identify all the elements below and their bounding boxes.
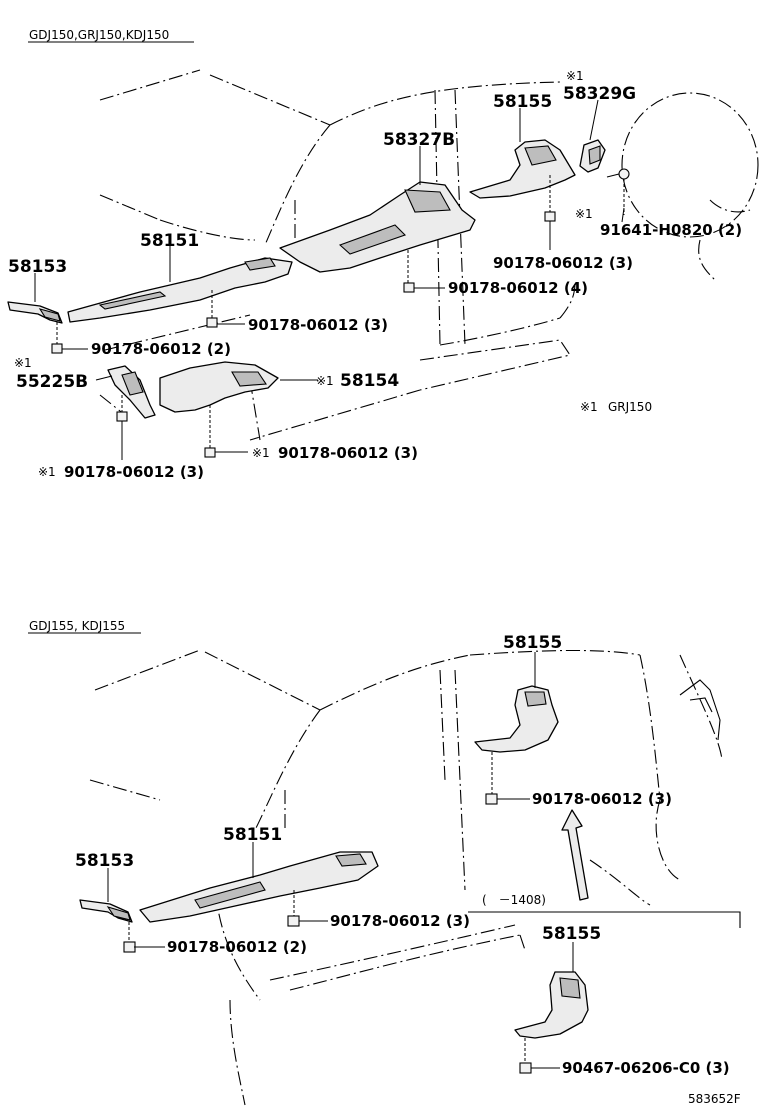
section-gdj150: GDJ150,GRJ150,KDJ150 [7,28,759,481]
part-58327b [279,181,476,273]
label-58154: 58154 [340,371,399,391]
label-58153-b: 58153 [75,851,134,871]
label-range: ( －1408) [482,893,546,907]
label-nut-55225b-mark: ※1 [38,465,56,479]
label-nut-58153: 90178-06012 (2) [91,340,231,358]
leaders-section-1 [34,99,625,460]
nut-icon [206,317,218,328]
leaders-section-2 [107,652,574,1069]
label-58155-top: 58155 [503,633,562,653]
nut-icon [485,793,498,805]
label-55225b-mark: ※1 [14,356,32,370]
part-58154 [159,361,279,413]
label-58151: 58151 [140,231,199,251]
part-58155-bottom [514,971,589,1039]
part-58329g [579,139,606,173]
label-nut-58155-top: 90178-06012 (3) [532,790,672,808]
nut-icon [204,447,216,458]
label-91641-mark: ※1 [575,207,593,221]
label-91641: 91641-H0820 (2) [600,221,742,239]
part-58155-top [469,139,576,199]
label-nut-58153-b: 90178-06012 (2) [167,938,307,956]
section-heading-1: GDJ150,GRJ150,KDJ150 [29,28,169,42]
label-58151-b: 58151 [223,825,282,845]
label-nut-58154: 90178-06012 (3) [278,444,418,462]
nut-icon [116,411,128,422]
part-58155-top-b [474,685,559,753]
figure-code: 583652F [688,1092,741,1106]
nut-icon [544,211,556,222]
nuts-section-2 [123,793,532,1074]
note-text: GRJ150 [608,400,652,414]
label-58329g: 58329G [563,84,636,104]
part-58153-bottom [79,899,133,923]
label-nut-58151-b: 90178-06012 (3) [330,912,470,930]
label-58154-mark: ※1 [316,374,334,388]
part-58153-top [7,301,63,324]
note-mark: ※1 [580,400,598,414]
section-gdj155: GDJ155, KDJ155 [28,619,741,1106]
range-bracket [468,911,741,928]
label-nut-58155: 90178-06012 (3) [493,254,633,272]
nut-icon [403,282,415,293]
nut-icon [51,343,63,354]
label-55225b: 55225B [16,372,88,392]
part-58151-top [67,257,293,323]
nut-icon [123,941,136,953]
label-58153: 58153 [8,257,67,277]
section-heading-2: GDJ155, KDJ155 [29,619,125,633]
part-58151-bottom [139,851,379,923]
nut-icon [287,915,300,927]
label-58327b: 58327B [383,130,455,150]
label-bolt-58155-bottom: 90467-06206-C0 (3) [562,1059,730,1077]
label-58329g-mark: ※1 [566,69,584,83]
label-58155-bottom: 58155 [542,924,601,944]
bolt-91641 [606,168,630,180]
vehicle-outline-bottom [89,649,723,1106]
label-nut-58327b: 90178-06012 (4) [448,279,588,297]
label-nut-58154-mark: ※1 [252,446,270,460]
part-55225b [107,365,156,419]
label-58155: 58155 [493,92,552,112]
direction-arrow-icon [561,809,589,901]
bolt-icon [519,1062,532,1074]
label-nut-58151: 90178-06012 (3) [248,316,388,334]
label-nut-55225b: 90178-06012 (3) [64,463,204,481]
